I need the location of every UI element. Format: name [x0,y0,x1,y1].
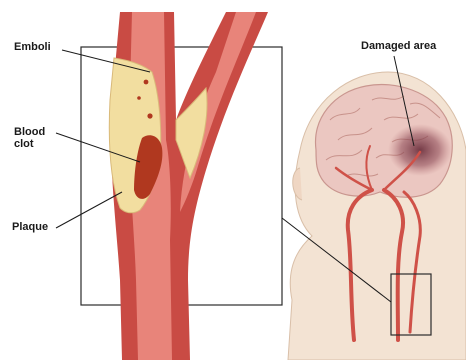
blood-clot-label: Blood clot [14,126,45,150]
embolus [147,113,152,118]
embolus [137,96,141,100]
damaged-area-label: Damaged area [361,40,436,52]
head-illustration [288,72,466,360]
damaged-area-region [388,124,452,176]
plaque-label: Plaque [12,221,48,233]
emboli-label: Emboli [14,41,51,53]
embolus [144,80,149,85]
